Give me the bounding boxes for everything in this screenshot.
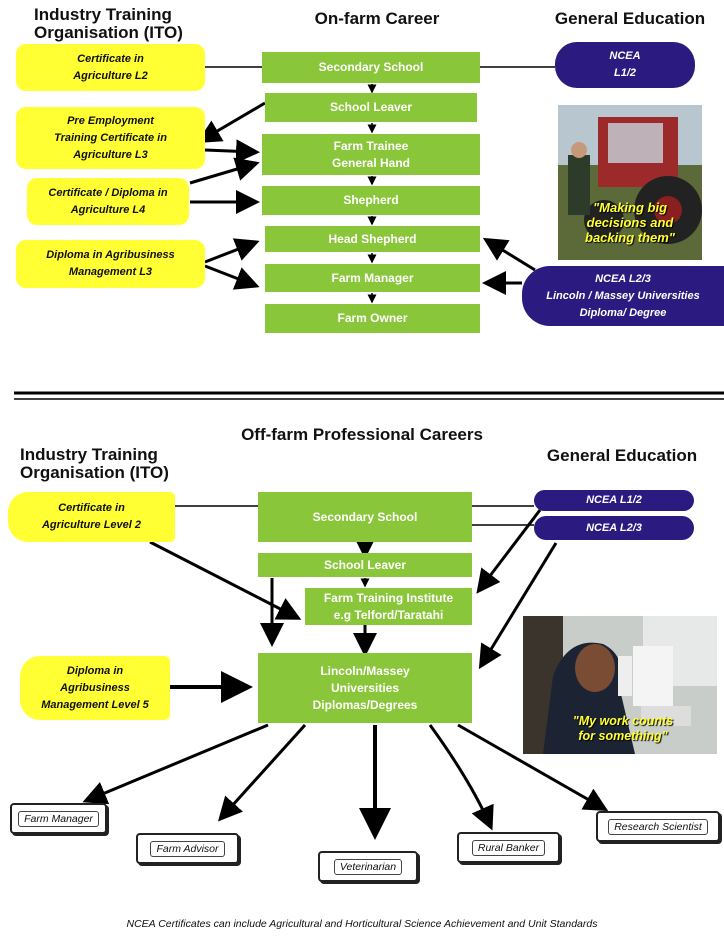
career-research-scientist: Research Scientist [596, 811, 720, 842]
ito-header-bottom: Industry Training Organisation (ITO) [20, 445, 169, 482]
microscope-icon [523, 616, 717, 754]
quote-work-counts: "My work counts for something" [572, 714, 674, 743]
career-arrow [428, 724, 494, 831]
ito-certificate-level2: Certificate in Agriculture Level 2 [8, 492, 175, 542]
career-farm-manager: Farm Manager [10, 803, 107, 834]
career-veterinarian: Veterinarian [318, 851, 418, 882]
ito-header: Industry Training Organisation (ITO) [34, 5, 183, 42]
ito-pre-employment-l3: Pre Employment Training Certificate in A… [16, 107, 205, 169]
arrow [476, 509, 542, 594]
arrow [478, 542, 558, 670]
path-head-shepherd: Head Shepherd [265, 226, 480, 252]
tractor-photo: "Making big decisions and backing them" [558, 105, 702, 260]
path-secondary-school-bottom: Secondary School [258, 492, 472, 542]
career-arrow [457, 723, 609, 811]
general-education-header-bottom: General Education [546, 446, 698, 465]
path-school-leaver: School Leaver [265, 93, 477, 122]
path-lincoln-massey: Lincoln/Massey Universities Diplomas/Deg… [258, 653, 472, 723]
path-school-leaver-bottom: School Leaver [258, 553, 472, 577]
arrow [204, 264, 260, 290]
path-farm-trainee: Farm Trainee General Hand [262, 134, 480, 175]
tractor-icon [558, 105, 702, 260]
microscope-photo: "My work counts for something" [523, 616, 717, 754]
edu-ncea-l1-2: NCEA L1/2 [555, 42, 695, 88]
ito-certificate-diploma-l4: Certificate / Diploma in Agriculture L4 [27, 178, 189, 225]
general-education-header: General Education [554, 9, 706, 28]
bottom-connectors [82, 505, 609, 840]
quote-making-decisions: "Making big decisions and backing them" [585, 200, 675, 245]
path-farm-manager: Farm Manager [265, 264, 480, 292]
top-connectors [189, 66, 555, 304]
edu-ncea-l1-2-bottom: NCEA L1/2 [534, 490, 694, 511]
path-farm-training-institute: Farm Training Institute e.g Telford/Tara… [305, 588, 472, 625]
path-secondary-school: Secondary School [262, 52, 480, 83]
ito-certificate-l2: Certificate in Agriculture L2 [16, 44, 205, 91]
arrow [482, 237, 536, 272]
offfarm-title: Off-farm Professional Careers [241, 425, 483, 444]
onfarm-header: On-farm Career [314, 9, 440, 28]
path-shepherd: Shepherd [262, 186, 480, 215]
career-rural-banker: Rural Banker [457, 832, 560, 863]
arrow [204, 238, 260, 264]
arrow [204, 139, 260, 164]
career-arrow [82, 723, 269, 805]
arrow [196, 101, 266, 144]
ito-diploma-agribusiness-l3: Diploma in Agribusiness Management L3 [16, 240, 205, 288]
edu-ncea-l2-3-bottom: NCEA L2/3 [534, 516, 694, 540]
ito-diploma-level5: Diploma in Agribusiness Management Level… [20, 656, 170, 720]
arrow [189, 157, 260, 185]
edu-ncea-l2-3-universities: NCEA L2/3 Lincoln / Massey Universities … [522, 266, 724, 326]
career-arrow [217, 723, 307, 822]
path-farm-owner: Farm Owner [265, 304, 480, 333]
footer-note: NCEA Certificates can include Agricultur… [126, 918, 598, 930]
career-farm-advisor: Farm Advisor [136, 833, 239, 864]
